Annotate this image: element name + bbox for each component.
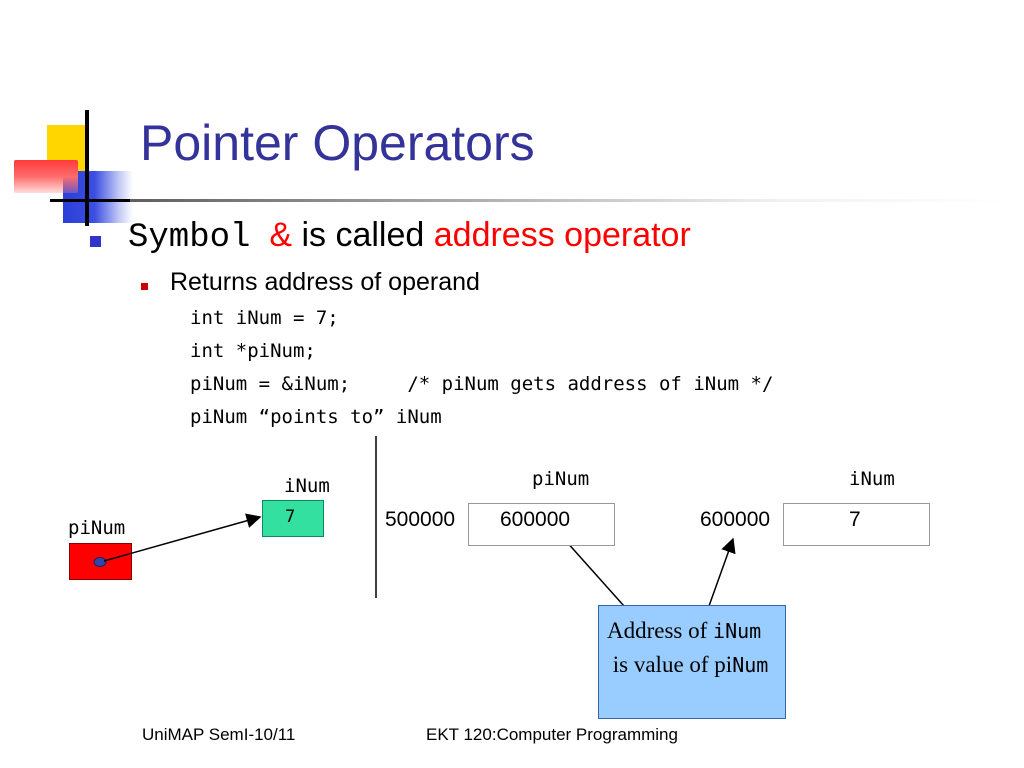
ampersand-symbol: & — [269, 216, 293, 254]
code-line-2: int *piNum; — [190, 340, 316, 362]
pointer-address: 500000 — [385, 508, 456, 531]
callout-text-1: Address of — [607, 618, 714, 643]
address-operator-text: address operator — [433, 216, 691, 254]
pointer-value: 600000 — [500, 508, 571, 531]
code-line-3: piNum = &iNum; /* piNum gets address of … — [190, 373, 774, 395]
callout-var-pinum: Num — [732, 653, 769, 677]
target-box — [262, 500, 324, 537]
decor-vertical-line — [85, 110, 89, 226]
slide-title: Pointer Operators — [140, 115, 535, 171]
right-pointer-name: piNum — [532, 468, 590, 490]
left-pointer-label: piNum — [68, 517, 126, 539]
target-address: 600000 — [700, 508, 771, 531]
callout-text-2: is value of pi — [607, 652, 733, 677]
pointer-cell — [468, 503, 615, 546]
callout-var-inum: iNum — [713, 619, 762, 643]
pointer-dot — [93, 557, 107, 567]
decor-horizontal-line — [50, 199, 130, 202]
footer-center: EKT 120:Computer Programming — [426, 725, 678, 744]
right-target-name: iNum — [849, 468, 895, 490]
target-value: 7 — [849, 508, 861, 531]
code-line-1: int iNum = 7; — [190, 307, 339, 329]
footer-left: UniMAP SemI-10/11 — [142, 725, 296, 744]
sub-bullet-square-icon — [141, 283, 148, 290]
callout-arrow-to-target-address — [708, 537, 736, 607]
left-pointer-arrow — [103, 513, 262, 562]
decor-red-square — [14, 160, 78, 193]
bullet-2: Returns address of operand — [170, 268, 480, 296]
target-cell — [783, 503, 930, 546]
title-underline — [86, 199, 1006, 202]
left-target-label: iNum — [284, 475, 330, 497]
bullet-1: Symbol & is called address operator — [128, 216, 691, 257]
code-line-4: piNum “points to” iNum — [190, 406, 442, 428]
bullet-1-mid: is called — [292, 216, 434, 254]
left-target-value: 7 — [285, 507, 296, 527]
bullet-square-icon — [90, 236, 101, 247]
callout-box: Address of iNum is value of piNum — [598, 605, 786, 719]
symbol-word: Symbol — [128, 219, 251, 257]
